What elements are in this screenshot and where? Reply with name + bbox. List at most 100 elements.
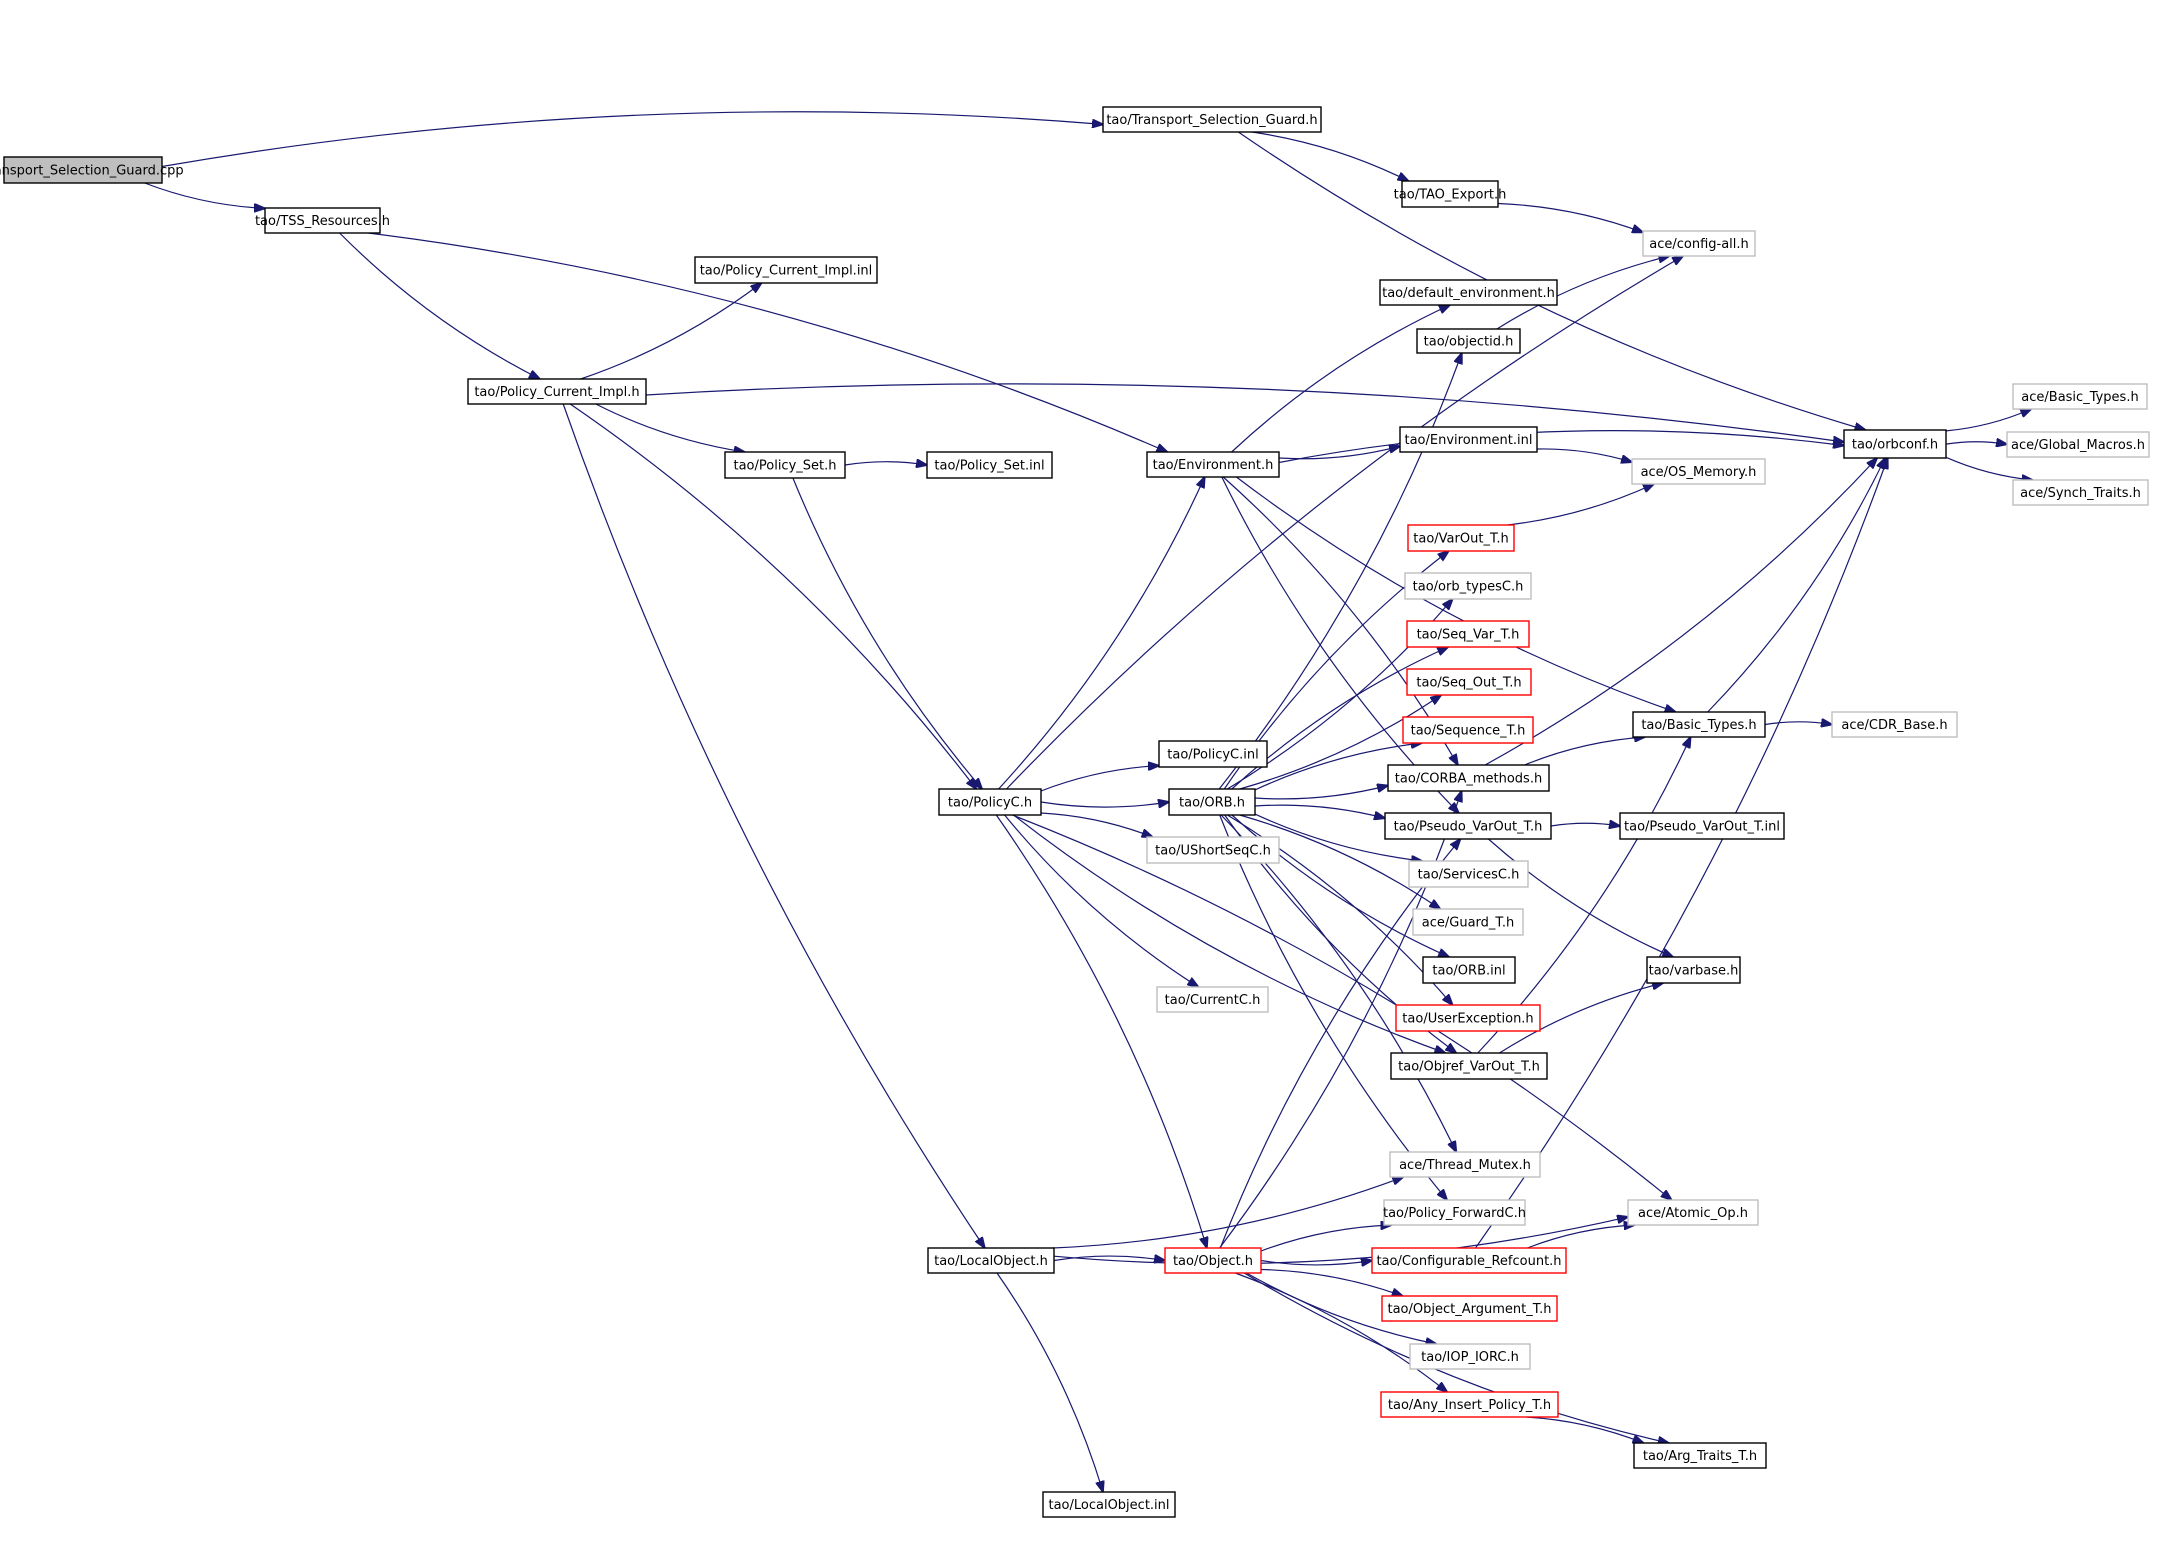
node-label: tao/LocalObject.inl: [1048, 1498, 1169, 1513]
node-box: [1156, 986, 1269, 1013]
node-box: [1627, 1199, 1759, 1226]
edge-object-h-to-any-insert-policy: [1235, 1272, 1447, 1392]
node-label: tao/PolicyC.inl: [1167, 748, 1258, 763]
node-any-insert-policy[interactable]: tao/Any_Insert_Policy_T.h: [1380, 1391, 1559, 1418]
node-default-env[interactable]: tao/default_environment.h: [1379, 279, 1558, 306]
node-policyc-inl[interactable]: tao/PolicyC.inl: [1158, 740, 1268, 768]
node-ace-basic-types[interactable]: ace/Basic_Types.h: [2012, 383, 2148, 410]
node-object-h[interactable]: tao/Object.h: [1164, 1247, 1262, 1274]
edge-pci-h-to-pci-inl: [580, 283, 762, 380]
node-label: tao/varbase.h: [1649, 964, 1739, 979]
node-policyc-h[interactable]: tao/PolicyC.h: [938, 788, 1042, 816]
node-orb-typesc[interactable]: tao/orb_typesC.h: [1404, 572, 1532, 600]
node-policy-set-h[interactable]: tao/Policy_Set.h: [724, 451, 846, 479]
node-label: tao/ServicesC.h: [1418, 868, 1520, 883]
node-tao-export[interactable]: tao/TAO_Export.h: [1394, 180, 1507, 208]
node-arg-traits[interactable]: tao/Arg_Traits_T.h: [1633, 1442, 1767, 1469]
node-servicesc[interactable]: tao/ServicesC.h: [1408, 860, 1529, 888]
node-objectid[interactable]: tao/objectid.h: [1416, 328, 1521, 354]
node-objref-varout[interactable]: tao/Objref_VarOut_T.h: [1390, 1052, 1548, 1080]
node-box: [2006, 431, 2150, 458]
node-label: tao/ORB.h: [1179, 796, 1245, 811]
node-box: [1402, 716, 1534, 744]
edge-configurable-refcount-to-orbconf: [1475, 458, 1888, 1249]
node-box: [1409, 1343, 1531, 1370]
node-orb-inl[interactable]: tao/ORB.inl: [1422, 956, 1516, 984]
node-tao-basic-types[interactable]: tao/Basic_Types.h: [1632, 711, 1766, 738]
node-label: tao/Policy_Set.inl: [934, 459, 1044, 474]
edge-orb-h-to-sequence-t: [1254, 743, 1422, 791]
node-orbconf[interactable]: tao/orbconf.h: [1843, 429, 1947, 459]
node-label: tao/UserException.h: [1402, 1012, 1533, 1027]
node-tss[interactable]: tao/TSS_Resources.h: [255, 207, 390, 234]
node-label: ace/Guard_T.h: [1422, 916, 1514, 931]
node-policy-set-inl[interactable]: tao/Policy_Set.inl: [926, 451, 1053, 479]
node-currentc[interactable]: tao/CurrentC.h: [1156, 986, 1269, 1013]
node-synch-traits[interactable]: ace/Synch_Traits.h: [2012, 479, 2149, 506]
node-thread-mutex[interactable]: ace/Thread_Mutex.h: [1389, 1151, 1541, 1178]
node-userexception[interactable]: tao/UserException.h: [1395, 1004, 1541, 1032]
node-cdr-base[interactable]: ace/CDR_Base.h: [1831, 711, 1958, 738]
node-pseudo-varout-inl[interactable]: tao/Pseudo_VarOut_T.inl: [1619, 812, 1785, 840]
edge-object-h-to-pseudo-varout-h: [1219, 839, 1460, 1249]
node-pci-inl[interactable]: tao/Policy_Current_Impl.inl: [694, 256, 878, 284]
edge-pci-h-to-orbconf: [645, 383, 1844, 442]
node-iop-iorc[interactable]: tao/IOP_IORC.h: [1409, 1343, 1531, 1370]
node-guard-t[interactable]: ace/Guard_T.h: [1412, 908, 1524, 936]
node-label: tao/Policy_Set.h: [733, 459, 836, 474]
node-box: [1646, 956, 1741, 984]
node-label: tao/CORBA_methods.h: [1395, 772, 1542, 787]
node-atomic-op[interactable]: ace/Atomic_Op.h: [1627, 1199, 1759, 1226]
node-varout-t[interactable]: tao/VarOut_T.h: [1407, 524, 1515, 552]
node-label: tao/TSS_Resources.h: [255, 214, 390, 229]
node-environment-inl[interactable]: tao/Environment.inl: [1399, 426, 1538, 453]
node-label: ace/Basic_Types.h: [2021, 390, 2138, 405]
node-seq-out-t[interactable]: tao/Seq_Out_T.h: [1406, 668, 1532, 696]
node-tsg-h[interactable]: tao/Transport_Selection_Guard.h: [1102, 106, 1322, 133]
edge-tao-basic-types-to-orbconf: [1707, 458, 1886, 713]
edge-orb-h-to-pseudo-varout-h: [1254, 804, 1385, 818]
node-label: ace/Global_Macros.h: [2011, 438, 2145, 453]
node-box: [1631, 458, 1766, 485]
node-os-memory[interactable]: ace/OS_Memory.h: [1631, 458, 1766, 485]
node-ushortseqc[interactable]: tao/UShortSeqC.h: [1146, 836, 1280, 864]
edge-object-h-to-configurable-refcount: [1260, 1261, 1372, 1265]
node-box: [1422, 956, 1516, 984]
node-seq-var-t[interactable]: tao/Seq_Var_T.h: [1406, 620, 1530, 648]
node-box: [1384, 812, 1552, 840]
node-sequence-t[interactable]: tao/Sequence_T.h: [1402, 716, 1534, 744]
node-box: [1146, 836, 1280, 864]
node-box: [1164, 1247, 1262, 1274]
edge-corba-methods-to-tao-basic-types: [1524, 737, 1646, 766]
edge-tss-to-pci-h: [339, 232, 540, 379]
node-box: [3, 156, 163, 184]
node-localobject-h[interactable]: tao/LocalObject.h: [927, 1247, 1055, 1274]
node-box: [1642, 230, 1756, 257]
edge-pseudo-varout-h-to-varbase: [1488, 838, 1673, 957]
node-policy-forwardc[interactable]: tao/Policy_ForwardC.h: [1383, 1199, 1526, 1226]
node-environment-h[interactable]: tao/Environment.h: [1146, 451, 1280, 478]
node-global-macros[interactable]: ace/Global_Macros.h: [2006, 431, 2150, 458]
node-orb-h[interactable]: tao/ORB.h: [1168, 788, 1256, 816]
node-pseudo-varout-h[interactable]: tao/Pseudo_VarOut_T.h: [1384, 812, 1552, 840]
node-label: ace/OS_Memory.h: [1641, 465, 1757, 480]
node-root[interactable]: Transport_Selection_Guard.cpp: [0, 156, 184, 184]
node-box: [2012, 479, 2149, 506]
edge-any-insert-policy-to-arg-traits: [1525, 1416, 1644, 1443]
node-pci-h[interactable]: tao/Policy_Current_Impl.h: [467, 378, 647, 405]
node-config-all[interactable]: ace/config-all.h: [1642, 230, 1756, 257]
node-varbase[interactable]: tao/varbase.h: [1646, 956, 1741, 984]
edge-environment-h-to-orbconf: [1278, 430, 1844, 464]
node-corba-methods[interactable]: tao/CORBA_methods.h: [1387, 764, 1550, 792]
edge-localobject-h-to-thread-mutex: [1052, 1177, 1404, 1249]
node-label: tao/Seq_Var_T.h: [1417, 628, 1520, 643]
edge-policyc-h-to-object-h: [995, 814, 1207, 1248]
edge-policy-set-h-to-policy-set-inl: [844, 462, 927, 465]
node-localobject-inl[interactable]: tao/LocalObject.inl: [1042, 1491, 1176, 1518]
node-object-argument-t[interactable]: tao/Object_Argument_T.h: [1381, 1295, 1558, 1322]
node-configurable-refcount[interactable]: tao/Configurable_Refcount.h: [1371, 1247, 1567, 1274]
edge-environment-h-to-environment-inl: [1278, 446, 1400, 460]
node-label: tao/Pseudo_VarOut_T.h: [1394, 820, 1543, 835]
node-label: tao/Arg_Traits_T.h: [1643, 1449, 1757, 1464]
